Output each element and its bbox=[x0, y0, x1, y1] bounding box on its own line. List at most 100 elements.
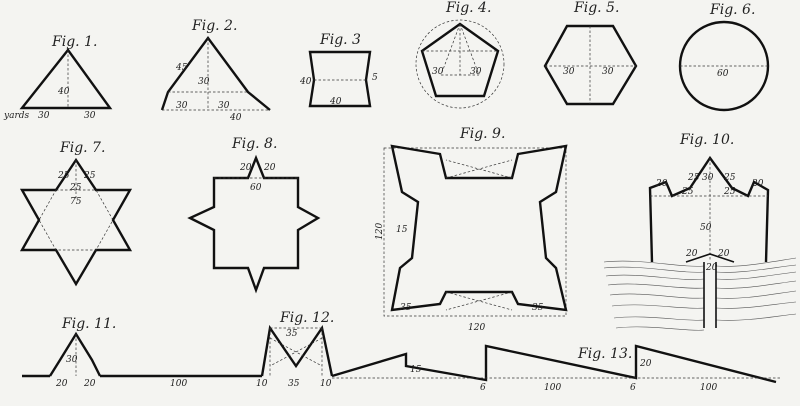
fig-13-dim-f: 100 bbox=[700, 383, 717, 393]
fig-5-label: Fig. 5. bbox=[573, 0, 619, 16]
fig-4: Fig. 4. 30 30 bbox=[415, 0, 505, 109]
fig-13-dim-b: 6 bbox=[480, 383, 486, 393]
fig-4-construction bbox=[422, 23, 498, 76]
fig-10-dim-d: 25 bbox=[723, 173, 736, 183]
fig-10-tete bbox=[685, 253, 735, 263]
fig-2-outline bbox=[160, 35, 271, 111]
fig-7-dim-b: 25 bbox=[83, 171, 96, 181]
fig-10-river-right bbox=[715, 257, 797, 321]
fig-12-dim-mid: 35 bbox=[288, 379, 300, 389]
fig-1-triangle bbox=[19, 48, 113, 110]
fig-8-dim-left: 20 bbox=[239, 163, 252, 173]
fig-7-dim-a: 25 bbox=[57, 171, 70, 181]
fig-12-dim-left: 10 bbox=[256, 379, 268, 389]
fig-8-dim-right: 20 bbox=[263, 163, 276, 173]
fig-12-label: Fig. 12. bbox=[279, 310, 334, 326]
fig-11-dim-left: 20 bbox=[55, 379, 68, 389]
fig-1-dim-right: 30 bbox=[84, 111, 96, 121]
fig-6-dim-diameter: 60 bbox=[717, 69, 729, 79]
fig-13-dim-c: 100 bbox=[544, 383, 561, 393]
fig-9-outline bbox=[390, 144, 568, 312]
fig-8-dim-side: 60 bbox=[250, 183, 262, 193]
fig-7-star bbox=[19, 157, 133, 287]
fig-10-dim-f: 25 bbox=[681, 187, 694, 197]
fig-3-dim-base: 40 bbox=[329, 97, 342, 107]
fig-10-dim-a: 20 bbox=[655, 179, 668, 189]
fig-6-circle bbox=[678, 20, 770, 112]
fig-7-construction bbox=[38, 160, 114, 251]
fig-1-unit: yards bbox=[3, 111, 30, 121]
fig-10-dim-j: 20 bbox=[717, 249, 730, 259]
fig-10-dim-c: 30 bbox=[702, 173, 714, 183]
fig-10: Fig. 10. 20 25 30 25 20 25 25 50 20 20 2… bbox=[603, 132, 797, 331]
fig-9-dim-face-left: 35 bbox=[400, 303, 412, 313]
fig-6: Fig. 6. 60 bbox=[678, 2, 770, 112]
fig-5-hexagon bbox=[543, 24, 638, 106]
fig-9-construction bbox=[445, 159, 513, 311]
fig-7-dim-c: 25 bbox=[69, 183, 82, 193]
fig-9-dim-side: 120 bbox=[375, 223, 385, 240]
fig-11-dim-curtain: 100 bbox=[170, 379, 187, 389]
fig-4-dim-left: 30 bbox=[432, 67, 444, 77]
fig-13: Fig. 13. 15 6 100 20 6 100 bbox=[22, 344, 780, 393]
fig-12-dim-right: 10 bbox=[320, 379, 332, 389]
fig-10-river-left bbox=[603, 260, 705, 331]
fig-1-dim-left: 30 bbox=[38, 111, 50, 121]
fig-5-dim-right: 30 bbox=[602, 67, 614, 77]
fig-7: Fig. 7. 25 25 25 75 bbox=[19, 140, 133, 287]
fig-10-dim-h: 50 bbox=[700, 223, 712, 233]
fig-9-dim-base: 120 bbox=[468, 323, 485, 333]
fig-12-dim-top: 35 bbox=[286, 329, 298, 339]
fig-9: Fig. 9. 120 15 35 35 120 bbox=[375, 126, 568, 333]
fig-11-dim-height: 30 bbox=[66, 355, 78, 365]
fig-13-dim-e: 6 bbox=[630, 383, 636, 393]
fig-11: Fig. 11. 30 20 20 100 bbox=[48, 316, 187, 389]
fig-13-label: Fig. 13. bbox=[577, 346, 632, 362]
fig-4-pentagon bbox=[420, 22, 500, 98]
fig-3-label: Fig. 3 bbox=[319, 32, 361, 48]
fig-9-dim-flank: 15 bbox=[396, 225, 408, 235]
fig-4-dim-right: 30 bbox=[470, 67, 482, 77]
fig-10-label: Fig. 10. bbox=[679, 132, 734, 148]
fig-1-label: Fig. 1. bbox=[51, 34, 97, 50]
fig-8-outline bbox=[187, 154, 321, 294]
fig-5-construction bbox=[545, 26, 636, 104]
fig-7-label: Fig. 7. bbox=[59, 140, 105, 156]
fig-2-dim-ditch: 40 bbox=[229, 113, 242, 123]
fig-4-label: Fig. 4. bbox=[445, 0, 491, 16]
fig-11-dim-right: 20 bbox=[83, 379, 96, 389]
fig-3-dim-indent: 5 bbox=[372, 73, 378, 83]
fig-2-label: Fig. 2. bbox=[191, 18, 237, 34]
fig-1: Fig. 1. 40 yards 30 30 bbox=[3, 34, 113, 121]
fig-8-label: Fig. 8. bbox=[231, 136, 277, 152]
fig-10-dim-i: 20 bbox=[685, 249, 698, 259]
fig-13-dim-d: 20 bbox=[639, 359, 652, 369]
fig-10-dim-e: 20 bbox=[751, 179, 764, 189]
fig-10-dim-b: 25 bbox=[687, 173, 700, 183]
fig-2-dim-height: 30 bbox=[198, 77, 210, 87]
fig-3: Fig. 3 40 5 40 bbox=[299, 32, 378, 108]
fig-8: Fig. 8. 20 20 60 bbox=[187, 136, 321, 294]
fig-2-dim-right: 30 bbox=[218, 101, 230, 111]
fig-12-outline bbox=[260, 324, 334, 377]
fig-10-dim-k: 20 bbox=[705, 263, 718, 273]
fig-9-label: Fig. 9. bbox=[459, 126, 505, 142]
fig-4-circle bbox=[415, 19, 505, 109]
fig-2-dim-slope: 45 bbox=[175, 63, 188, 73]
fig-3-dim-side: 40 bbox=[299, 77, 312, 87]
fig-5-dim-left: 30 bbox=[563, 67, 575, 77]
fig-2: Fig. 2. 45 30 30 30 40 bbox=[160, 18, 271, 123]
fig-9-dim-face-right: 35 bbox=[532, 303, 544, 313]
fig-7-dim-d: 75 bbox=[70, 197, 82, 207]
fig-6-label: Fig. 6. bbox=[709, 2, 755, 18]
fig-10-bridge bbox=[703, 262, 717, 328]
fig-2-dim-left: 30 bbox=[176, 101, 188, 111]
fig-10-dim-g: 25 bbox=[723, 187, 736, 197]
fig-12-construction bbox=[269, 327, 323, 376]
fig-9-square bbox=[383, 147, 567, 317]
fig-11-label: Fig. 11. bbox=[61, 316, 116, 332]
fig-12: Fig. 12. 35 10 35 10 bbox=[256, 310, 334, 389]
fig-13-dim-a: 15 bbox=[410, 365, 422, 375]
fig-13-outline bbox=[22, 344, 777, 384]
